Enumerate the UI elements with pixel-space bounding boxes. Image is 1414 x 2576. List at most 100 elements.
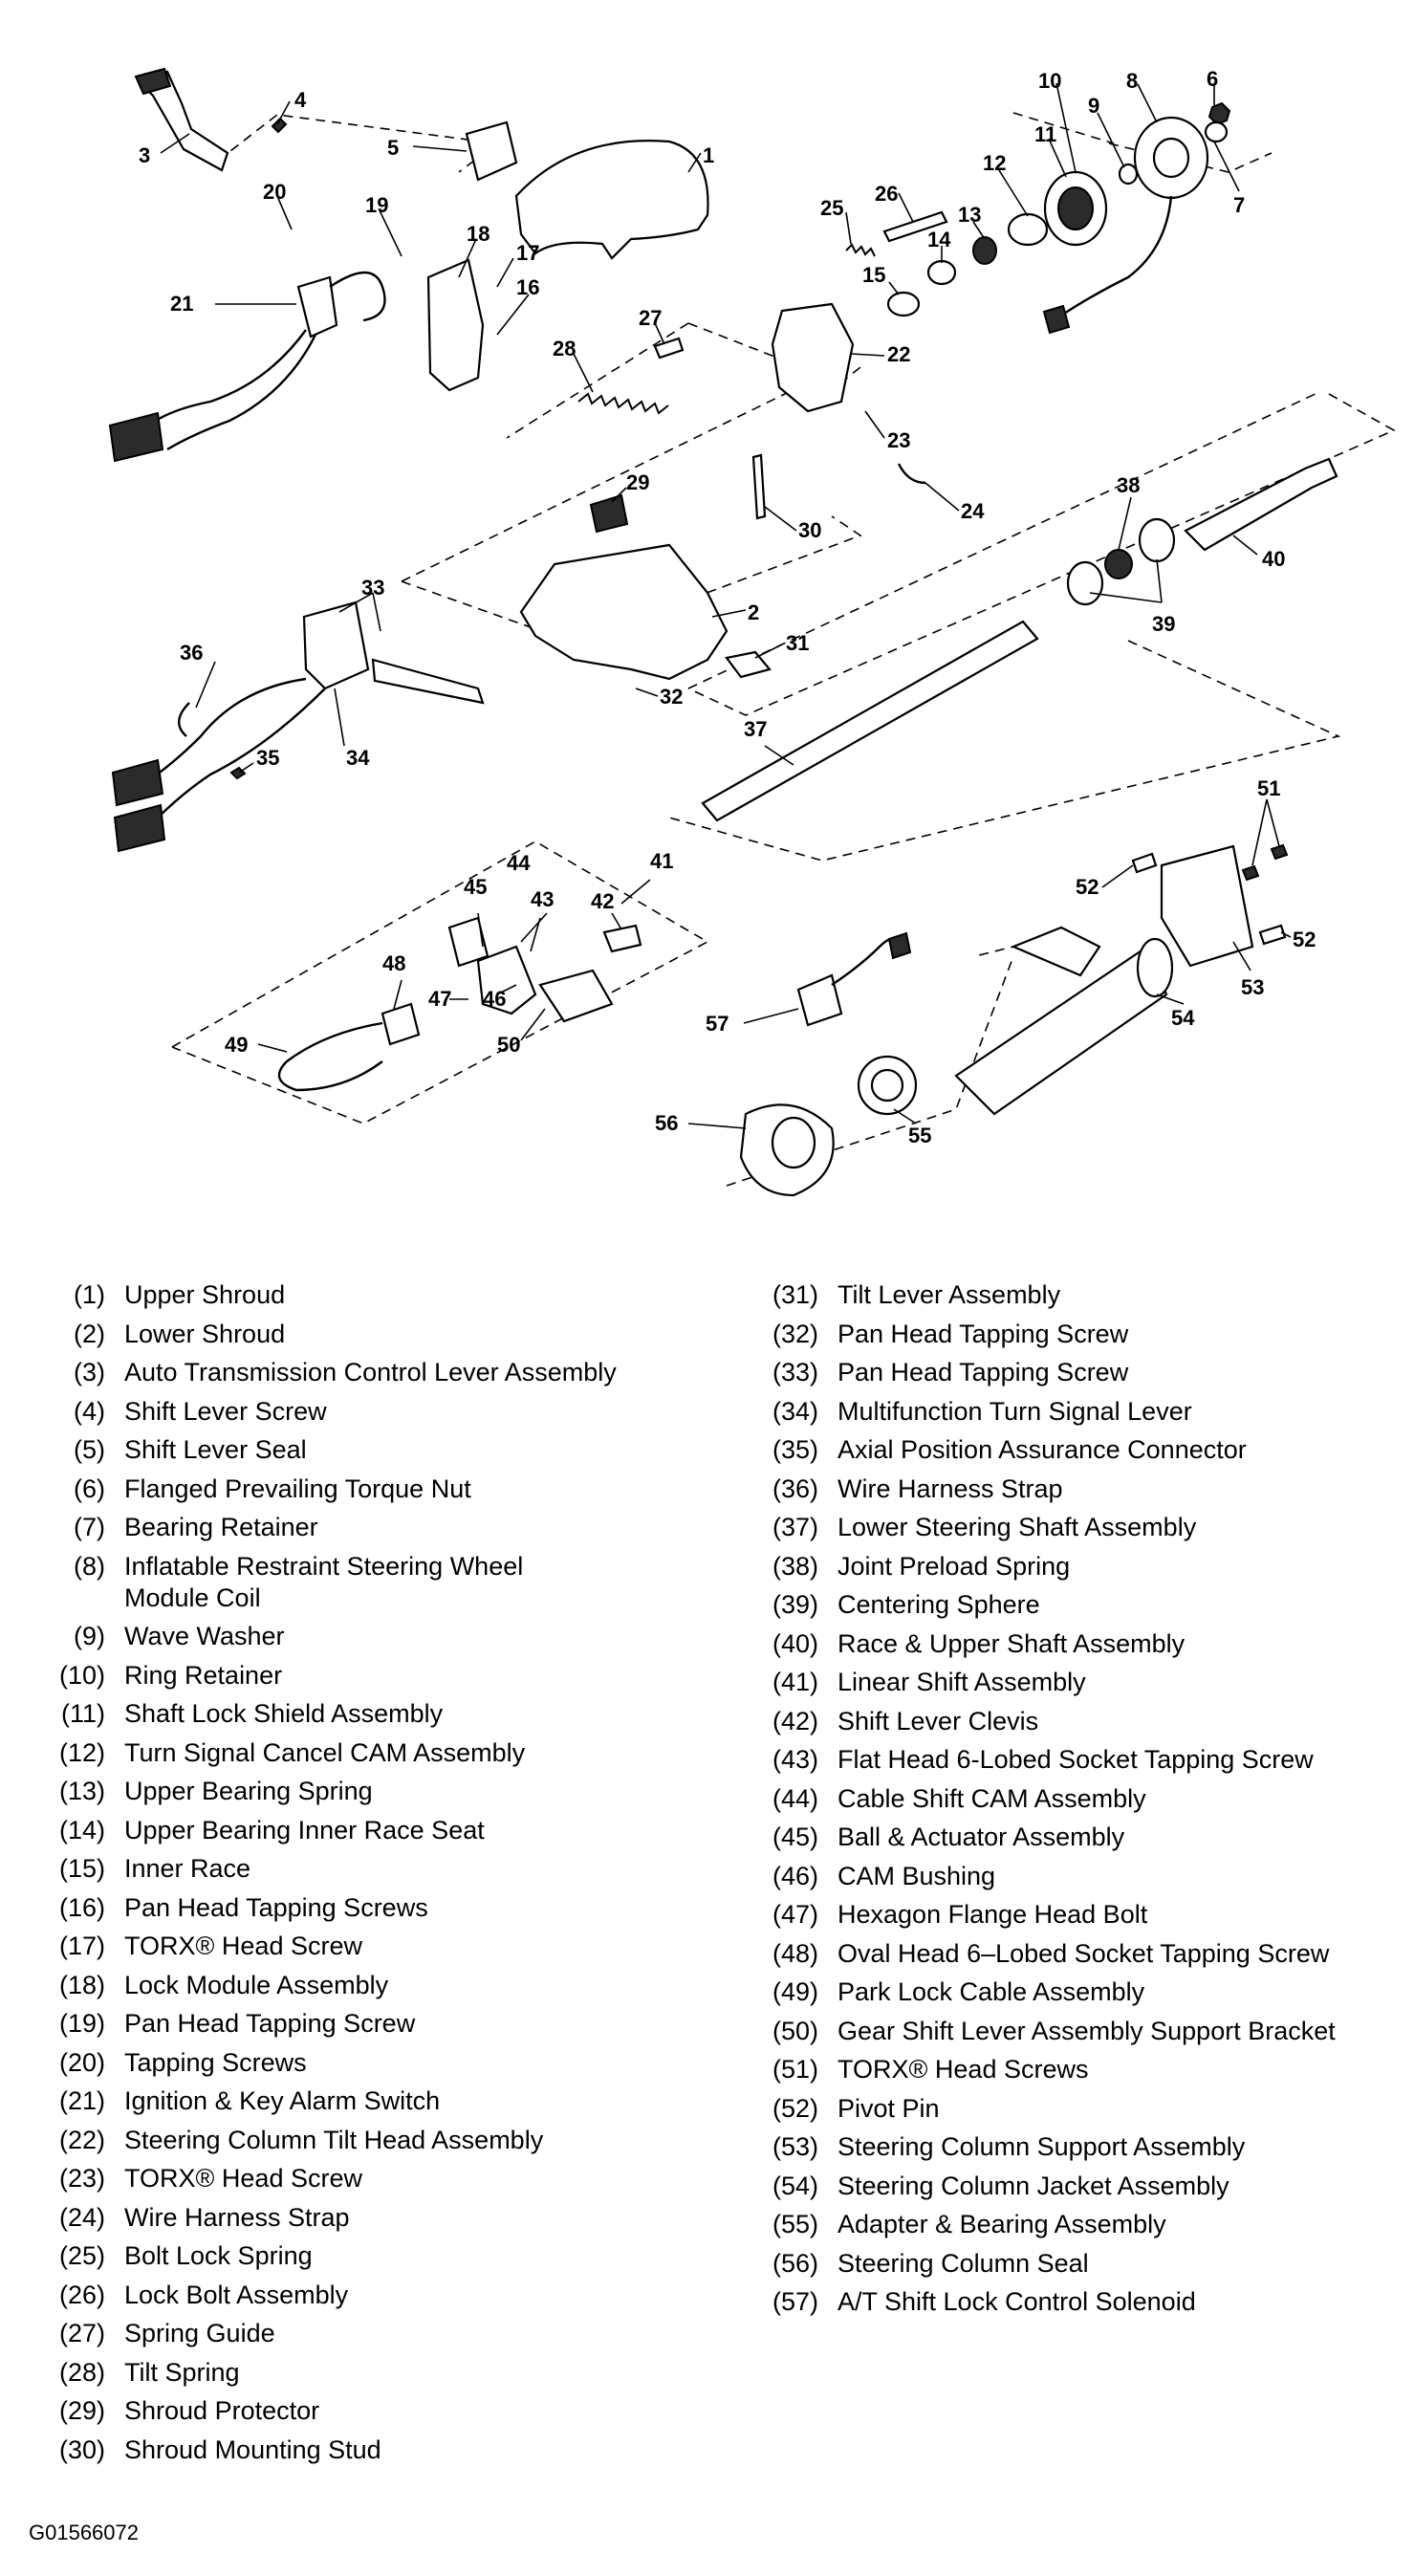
legend-item-number: (24) (58, 2202, 105, 2232)
legend-item: (47) Hexagon Flange Head Bolt (742, 1899, 1402, 1931)
legend-item-label: Axial Position Assurance Connector (838, 1435, 1247, 1464)
legend-item-number: (57) (772, 2287, 818, 2316)
legend-item-number: (14) (58, 1815, 105, 1845)
wire-harness-strap-2-part (178, 702, 190, 737)
callout-7: 7 (1233, 193, 1245, 217)
legend-item-label: Bolt Lock Spring (124, 2241, 313, 2270)
callout-42: 42 (591, 889, 614, 913)
legend-item-number: (47) (772, 1900, 818, 1929)
legend-item-label: Ring Retainer (124, 1660, 283, 1690)
callout-12: 12 (983, 151, 1006, 175)
callout-14: 14 (927, 228, 951, 251)
legend-item: (21)Ignition & Key Alarm Switch (29, 2085, 717, 2117)
legend-item-label: Shaft Lock Shield Assembly (124, 1699, 444, 1728)
callout-23: 23 (887, 428, 910, 452)
callout-25: 25 (820, 196, 843, 220)
legend-item: (55)Adapter & Bearing Assembly (742, 2209, 1402, 2240)
callout-53: 53 (1241, 975, 1264, 999)
callout-6: 6 (1207, 67, 1218, 91)
legend-item: (19)Pan Head Tapping Screw (29, 2008, 717, 2040)
callout-37: 37 (744, 717, 767, 741)
legend-item: (49)Park Lock Cable Assembly (742, 1976, 1402, 2008)
legend-item: (39)Centering Sphere (742, 1589, 1402, 1621)
figure-code: G01566072 (29, 2521, 139, 2544)
legend-item-number: (6) (74, 1474, 105, 1503)
legend-item-label: A/T Shift Lock Control Solenoid (838, 2287, 1196, 2316)
legend-item-label: Steering Column Support Assembly (838, 2132, 1246, 2161)
legend-item-number: (7) (74, 1513, 105, 1541)
legend-item: (5)Shift Lever Seal (29, 1434, 717, 1466)
legend-item-label: Lower Steering Shaft Assembly (838, 1513, 1197, 1541)
legend-item: (27) Spring Guide (29, 2318, 717, 2349)
legend-item-number: (10) (58, 1660, 105, 1690)
parts-legend-left: (1)Upper Shroud(2)Lower Shroud(3)Auto Tr… (29, 1279, 717, 2473)
legend-item-label: Spring Guide (124, 2319, 275, 2347)
callout-38: 38 (1117, 473, 1140, 497)
callout-47: 47 (428, 987, 451, 1011)
legend-item-number: (4) (74, 1396, 105, 1426)
callout-27: 27 (639, 306, 662, 330)
callout-17: 17 (516, 241, 539, 265)
legend-item: (13)Upper Bearing Spring (29, 1776, 717, 1807)
pivot-pin-part (1258, 924, 1287, 946)
legend-item-label: Auto Transmission Control Lever Assembly (124, 1358, 617, 1386)
legend-item: (22)Steering Column Tilt Head Assembly (29, 2125, 717, 2156)
callout-1: 1 (703, 143, 714, 167)
legend-item-number: (12) (58, 1737, 105, 1767)
legend-item-label: Hexagon Flange Head Bolt (838, 1900, 1148, 1929)
legend-item: (12)Turn Signal Cancel CAM Assembly (29, 1737, 717, 1769)
legend-item-number: (8) (74, 1551, 105, 1581)
upper-bearing-spring-part (972, 236, 997, 265)
legend-item-label: Oval Head 6–Lobed Socket Tapping Screw (838, 1938, 1330, 1968)
multifunction-lever-part (111, 600, 485, 853)
legend-item-label: Bearing Retainer (124, 1513, 318, 1541)
legend-item-label: TORX® Head Screw (124, 1932, 362, 1960)
callout-16: 16 (516, 275, 539, 299)
turn-signal-cancel-cam-part (1007, 212, 1049, 247)
joint-spring-sphere-part (1066, 517, 1176, 606)
shroud-mounting-stud-part (751, 453, 767, 520)
legend-item-number: (38) (772, 1551, 818, 1581)
callout-50: 50 (497, 1033, 520, 1057)
legend-item-label: Ignition & Key Alarm Switch (124, 2086, 441, 2115)
legend-item-number: (44) (772, 1783, 818, 1813)
steering-column-seal-part (739, 1103, 835, 1197)
legend-item-label: Race & Upper Shaft Assembly (838, 1628, 1186, 1658)
upper-bearing-race-seat-part (926, 259, 957, 286)
legend-item: (8)Inflatable Restraint Steering Wheel M… (29, 1551, 717, 1614)
legend-item-number: (32) (772, 1319, 818, 1348)
legend-item-label: Cable Shift CAM Assembly (838, 1783, 1146, 1813)
shift-lever-seal-part (465, 120, 518, 182)
callout-36: 36 (180, 641, 203, 665)
steering-wheel-coil-part (1042, 116, 1209, 335)
lock-bolt-part (882, 210, 948, 243)
callout-46: 46 (483, 987, 506, 1011)
legend-item: (28)Tilt Spring (29, 2357, 717, 2389)
legend-item: (23) TORX® Head Screw (29, 2163, 717, 2194)
legend-item: (40)Race & Upper Shaft Assembly (742, 1628, 1402, 1660)
legend-item: (56)Steering Column Seal (742, 2248, 1402, 2280)
steering-column-jacket-part (954, 926, 1174, 1116)
legend-item: (11)Shaft Lock Shield Assembly (29, 1698, 717, 1730)
legend-item-label: Flanged Prevailing Torque Nut (124, 1474, 471, 1503)
inner-race-part (886, 291, 921, 317)
race-upper-shaft-part (1184, 457, 1338, 552)
callout-40: 40 (1262, 547, 1285, 571)
callout-9: 9 (1088, 94, 1099, 118)
legend-item: (24)Wire Harness Strap (29, 2202, 717, 2234)
legend-item: (52)Pivot Pin (742, 2093, 1402, 2125)
lower-steering-shaft-part (701, 620, 1039, 822)
lower-shroud-part (519, 543, 729, 681)
legend-item-label: Linear Shift Assembly (838, 1668, 1086, 1696)
callout-3: 3 (139, 143, 150, 167)
legend-item-number: (27) (58, 2319, 105, 2347)
legend-item-number: (23) (58, 2164, 105, 2193)
legend-item: (1)Upper Shroud (29, 1279, 717, 1311)
legend-item-number: (15) (58, 1854, 105, 1883)
callout-labels: 1 2 3 4 5 6 7 8 9 10 11 12 13 14 15 16 1… (139, 67, 1316, 1147)
legend-item-label: Inner Race (124, 1854, 251, 1883)
legend-item-label: TORX® Head Screw (124, 2164, 362, 2193)
legend-item-number: (34) (772, 1396, 818, 1426)
callout-54: 54 (1171, 1006, 1195, 1030)
callout-5: 5 (387, 136, 399, 160)
